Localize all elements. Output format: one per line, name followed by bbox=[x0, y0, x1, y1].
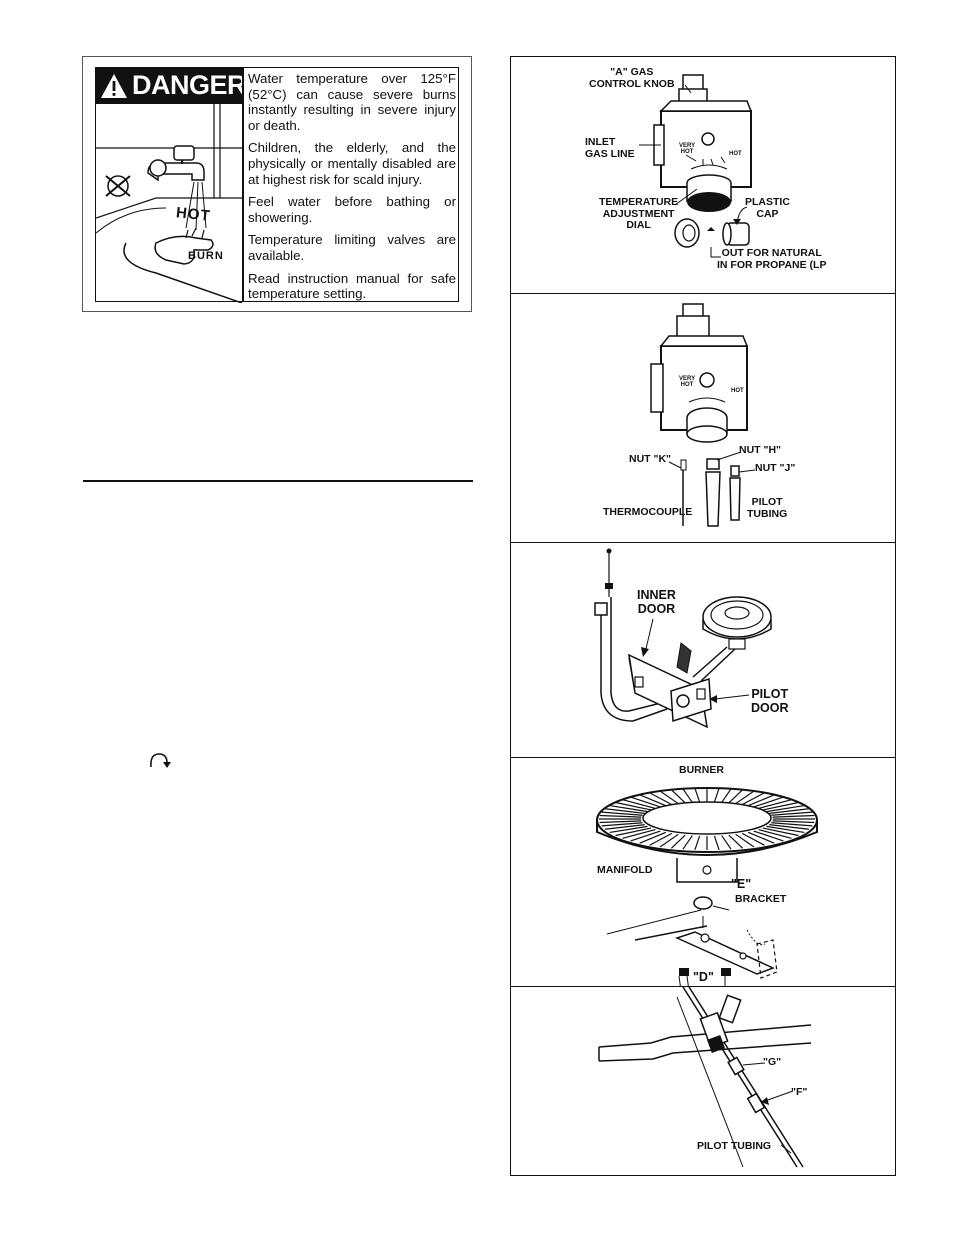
burner-rib bbox=[741, 792, 765, 806]
dial-mark-very-hot: VERY HOT bbox=[679, 143, 696, 155]
burner-rib bbox=[772, 814, 815, 818]
label-nut-h: NUT "H" bbox=[739, 444, 782, 456]
danger-label-frame: HOT BURN DANGER Water temperature over 1… bbox=[95, 67, 459, 303]
scald-illustration bbox=[96, 104, 242, 303]
label-inner-door: INNER DOOR bbox=[637, 588, 676, 616]
label-gas-control-knob: "A" GAS CONTROL KNOB bbox=[589, 66, 675, 90]
label-natural-propane: OUT FOR NATURAL IN FOR PROPANE (LP bbox=[717, 247, 827, 271]
clockwise-arrow-icon bbox=[150, 753, 171, 768]
danger-paragraph: Read instruction manual for safe tempera… bbox=[248, 270, 456, 302]
burner-rib bbox=[694, 788, 701, 803]
danger-divider bbox=[242, 68, 244, 301]
danger-label: HOT BURN DANGER Water temperature over 1… bbox=[82, 56, 472, 312]
burner-rib bbox=[622, 829, 656, 839]
dial-mark-very-hot: VERY HOT bbox=[679, 376, 696, 388]
label-d: "D" bbox=[693, 970, 714, 984]
danger-paragraph: Water temperature over 125°F (52°C) can … bbox=[248, 71, 456, 133]
warning-triangle-icon bbox=[101, 74, 127, 98]
burner-rib bbox=[758, 829, 792, 839]
danger-paragraph: Feel water before bathing or showering. bbox=[248, 194, 456, 225]
label-pilot-tubing-bottom: PILOT TUBING bbox=[697, 1140, 772, 1152]
burner-rib bbox=[721, 835, 732, 850]
burner-rib bbox=[772, 820, 815, 824]
burner-rib bbox=[771, 811, 813, 816]
burner-rib bbox=[762, 827, 799, 837]
burner-rib bbox=[753, 830, 784, 842]
burner-rib bbox=[728, 789, 744, 804]
dial-mark-hot: HOT bbox=[731, 388, 744, 394]
dial-mark-hot: HOT bbox=[729, 151, 742, 157]
label-pilot-door: PILOT DOOR bbox=[751, 687, 789, 715]
label-burner: BURNER bbox=[679, 764, 724, 776]
burner-rib bbox=[659, 833, 679, 848]
burner-rib bbox=[741, 832, 765, 846]
burner-rib bbox=[604, 808, 645, 814]
burner-rib bbox=[630, 830, 661, 842]
label-thermocouple: THERMOCOUPLE bbox=[603, 506, 693, 518]
burner-rib bbox=[649, 832, 673, 846]
burner-rib bbox=[670, 789, 686, 804]
burner-rib bbox=[601, 811, 643, 816]
burner-rib bbox=[609, 825, 648, 834]
label-e: "E" bbox=[731, 877, 752, 891]
burner-rib bbox=[766, 825, 805, 834]
hot-word: HOT bbox=[175, 204, 212, 225]
burn-word: BURN bbox=[188, 250, 224, 262]
burner-rib bbox=[766, 804, 805, 813]
burner-rib bbox=[630, 796, 661, 808]
figure-stack: "A" GAS CONTROL KNOB INLET GAS LINE TEMP… bbox=[510, 56, 896, 1176]
burner-rib bbox=[753, 796, 784, 808]
burner-rib bbox=[615, 827, 652, 837]
burner-rib bbox=[769, 808, 810, 814]
burner-rib bbox=[639, 794, 667, 807]
burner-rib bbox=[758, 799, 792, 809]
burner-rib bbox=[771, 822, 813, 827]
burner-rib bbox=[728, 834, 744, 849]
burner-rib bbox=[762, 801, 799, 811]
burner-rib bbox=[721, 788, 732, 803]
burner-rib bbox=[682, 788, 693, 803]
burner-rib bbox=[599, 814, 642, 818]
burner-rib bbox=[735, 790, 755, 805]
label-f: "F" bbox=[791, 1086, 808, 1098]
figure-inner-door: INNER DOOR PILOT DOOR bbox=[511, 543, 895, 758]
burner-rib bbox=[609, 804, 648, 813]
label-bracket: BRACKET bbox=[735, 893, 787, 905]
burner-rib bbox=[747, 794, 775, 807]
danger-paragraph: Children, the elderly, and the physicall… bbox=[248, 140, 456, 187]
burner-rib bbox=[682, 835, 693, 850]
burner-rib bbox=[599, 820, 642, 824]
burner-rib bbox=[639, 831, 667, 844]
label-nut-k: NUT "K" bbox=[629, 453, 672, 465]
label-inlet-gas-line: INLET GAS LINE bbox=[585, 136, 635, 160]
burner-rib bbox=[735, 833, 755, 848]
burner-rib bbox=[659, 790, 679, 805]
burner-rib bbox=[649, 792, 673, 806]
label-nut-j: NUT "J" bbox=[755, 462, 796, 474]
danger-paragraph: Temperature limiting valves are availabl… bbox=[248, 232, 456, 263]
burner-rib bbox=[713, 788, 720, 803]
label-temperature-dial: TEMPERATURE ADJUSTMENT DIAL bbox=[599, 196, 679, 231]
figure-gas-control: "A" GAS CONTROL KNOB INLET GAS LINE TEMP… bbox=[511, 57, 895, 294]
burner-rib bbox=[694, 835, 701, 850]
burner-rib bbox=[622, 799, 656, 809]
burner-rib bbox=[604, 824, 645, 830]
burner-rib bbox=[670, 834, 686, 849]
figure-burner-manifold: BURNER MANIFOLD "E" BRACKET "D" bbox=[511, 758, 895, 987]
label-plastic-cap: PLASTIC CAP bbox=[745, 196, 790, 220]
burner-rib bbox=[615, 801, 652, 811]
burner-rib bbox=[769, 824, 810, 830]
burner-rib bbox=[747, 831, 775, 844]
label-pilot-tubing: PILOT TUBING bbox=[747, 496, 788, 520]
figure-pilot-tubing: "G" "F" PILOT TUBING bbox=[511, 987, 895, 1175]
danger-text: Water temperature over 125°F (52°C) can … bbox=[248, 71, 456, 302]
label-manifold: MANIFOLD bbox=[597, 864, 653, 876]
label-g: "G" bbox=[763, 1056, 782, 1068]
burner-rib bbox=[713, 835, 720, 850]
figure-nut-connections: NUT "H" NUT "K" NUT "J" THERMOCOUPLE PIL… bbox=[511, 294, 895, 543]
danger-heading: DANGER bbox=[132, 70, 247, 100]
section-rule bbox=[83, 480, 473, 482]
danger-heading-bar: DANGER bbox=[96, 68, 247, 104]
burner-rib bbox=[601, 822, 643, 827]
